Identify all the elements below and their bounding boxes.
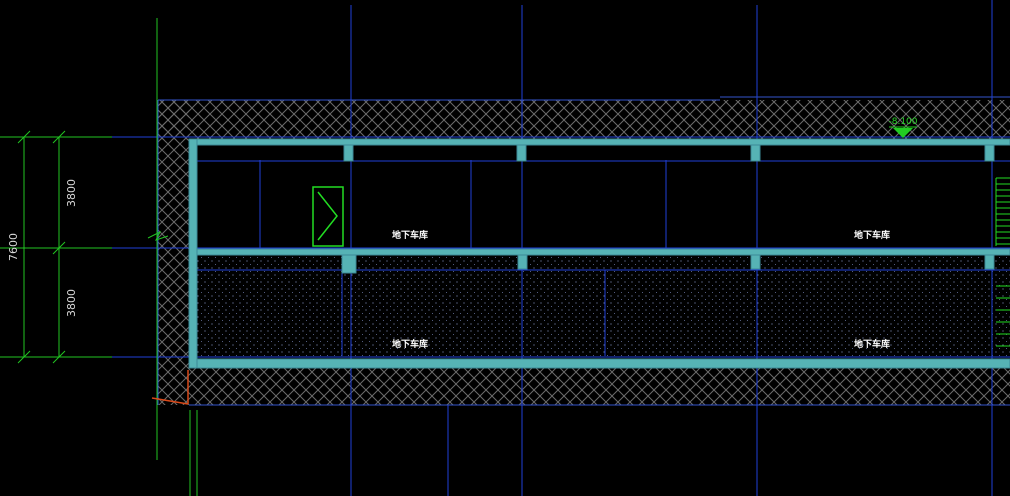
dimension-lines: [0, 130, 112, 364]
dimension-total: 7600: [7, 233, 20, 261]
corner-break-mark: [151, 370, 189, 405]
room-label-lower-2: 地下车库: [854, 338, 890, 350]
room-labels: 地下车库 地下车库 地下车库 地下车库: [392, 229, 890, 350]
soil-hatch: [157, 96, 1010, 406]
dimension-upper: 3800: [65, 179, 78, 207]
room-label-upper-1: 地下车库: [392, 229, 428, 241]
break-mark: [147, 230, 169, 241]
room-label-upper-2: 地下车库: [854, 229, 890, 241]
lower-floor-fill: [197, 256, 1010, 356]
level-marker: -8.100: [888, 117, 918, 138]
grid-lines-horizontal: [0, 136, 1010, 358]
structure-walls: [188, 138, 1010, 369]
dimension-lower: 3800: [65, 289, 78, 317]
room-label-lower-1: 地下车库: [392, 338, 428, 350]
stair-symbol: [995, 177, 1010, 347]
level-marker-text: -8.100: [888, 117, 917, 127]
triangle-down-icon: [893, 128, 913, 138]
door-symbol: [312, 186, 344, 247]
